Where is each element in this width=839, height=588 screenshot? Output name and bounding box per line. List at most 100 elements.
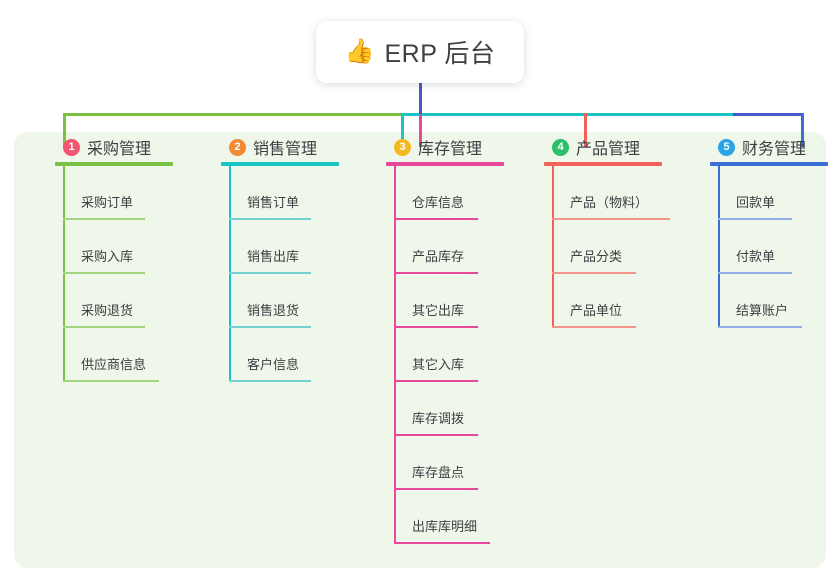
connector-bus-segment-2 bbox=[403, 113, 733, 116]
category-spine bbox=[394, 166, 396, 544]
menu-item[interactable]: 付款单 bbox=[718, 220, 828, 274]
menu-item[interactable]: 出库库明细 bbox=[394, 490, 504, 544]
category-header-4[interactable]: 4 产品管理 bbox=[530, 132, 662, 162]
menu-item-label: 采购订单 bbox=[81, 195, 134, 210]
category-index-badge: 3 bbox=[394, 138, 411, 156]
menu-item-label: 库存调拨 bbox=[412, 411, 465, 426]
root-node-title: ERP 后台 bbox=[384, 40, 496, 68]
menu-item-rule bbox=[394, 272, 478, 274]
category-column-3: 3 库存管理仓库信息产品库存其它出库其它入库库存调拨库存盘点出库库明细 bbox=[372, 132, 504, 544]
menu-item-rule bbox=[394, 434, 478, 436]
category-underline bbox=[386, 162, 504, 166]
category-title: 产品管理 bbox=[576, 141, 641, 158]
category-items-2: 销售订单销售出库销售退货客户信息 bbox=[229, 166, 339, 382]
menu-item-rule bbox=[394, 380, 478, 382]
menu-item-rule bbox=[394, 542, 490, 544]
connector-bus-segment-1 bbox=[63, 113, 403, 116]
category-index-badge: 5 bbox=[718, 138, 735, 156]
menu-item[interactable]: 采购退货 bbox=[63, 274, 173, 328]
menu-item-label: 产品分类 bbox=[570, 249, 623, 264]
category-items-4: 产品（物料） 产品分类产品单位 bbox=[552, 166, 670, 328]
menu-item-label: 客户信息 bbox=[247, 357, 300, 372]
connector-drop-1 bbox=[63, 113, 66, 147]
category-title: 库存管理 bbox=[418, 141, 483, 158]
menu-item-rule bbox=[394, 218, 478, 220]
category-items-5: 回款单付款单结算账户 bbox=[718, 166, 828, 328]
category-header-2[interactable]: 2 销售管理 bbox=[207, 132, 339, 162]
menu-item[interactable]: 采购订单 bbox=[63, 166, 173, 220]
menu-item-rule bbox=[229, 380, 311, 382]
category-header-3[interactable]: 3 库存管理 bbox=[372, 132, 504, 162]
menu-item-label: 采购退货 bbox=[81, 303, 134, 318]
menu-item[interactable]: 采购入库 bbox=[63, 220, 173, 274]
menu-item-label: 结算账户 bbox=[736, 303, 789, 318]
menu-item[interactable]: 产品分类 bbox=[552, 220, 662, 274]
category-index-badge: 4 bbox=[552, 138, 569, 156]
menu-item[interactable]: 供应商信息 bbox=[63, 328, 173, 382]
menu-item-label: 产品（物料） bbox=[570, 195, 649, 210]
category-underline bbox=[710, 162, 828, 166]
menu-item-label: 回款单 bbox=[736, 195, 776, 210]
menu-item-label: 仓库信息 bbox=[412, 195, 465, 210]
menu-item-rule bbox=[229, 326, 311, 328]
menu-item[interactable]: 客户信息 bbox=[229, 328, 339, 382]
menu-item-label: 产品单位 bbox=[570, 303, 623, 318]
menu-item[interactable]: 其它出库 bbox=[394, 274, 504, 328]
menu-item-rule bbox=[718, 272, 792, 274]
menu-item-rule bbox=[63, 218, 145, 220]
menu-item-label: 销售出库 bbox=[247, 249, 300, 264]
menu-item-rule bbox=[552, 218, 670, 220]
category-column-5: 5 财务管理回款单付款单结算账户 bbox=[696, 132, 828, 328]
menu-item-label: 其它出库 bbox=[412, 303, 465, 318]
root-node-erp-backend[interactable]: 👍 ERP 后台 bbox=[316, 21, 524, 83]
connector-bus-segment-3 bbox=[733, 113, 803, 116]
menu-item-rule bbox=[63, 326, 145, 328]
menu-item[interactable]: 销售订单 bbox=[229, 166, 339, 220]
menu-item-rule bbox=[229, 272, 311, 274]
category-column-4: 4 产品管理产品（物料） 产品分类产品单位 bbox=[530, 132, 670, 328]
category-spine bbox=[552, 166, 554, 328]
connector-drop-5 bbox=[801, 113, 804, 147]
menu-item-label: 供应商信息 bbox=[81, 357, 147, 372]
category-spine bbox=[229, 166, 231, 382]
menu-item[interactable]: 产品（物料） bbox=[552, 166, 670, 220]
menu-item[interactable]: 仓库信息 bbox=[394, 166, 504, 220]
category-underline bbox=[55, 162, 173, 166]
category-items-3: 仓库信息产品库存其它出库其它入库库存调拨库存盘点出库库明细 bbox=[394, 166, 504, 544]
menu-item-label: 出库库明细 bbox=[412, 519, 478, 534]
menu-item-label: 采购入库 bbox=[81, 249, 134, 264]
menu-item-rule bbox=[552, 326, 636, 328]
category-underline bbox=[544, 162, 662, 166]
menu-item[interactable]: 回款单 bbox=[718, 166, 828, 220]
category-title: 财务管理 bbox=[742, 141, 807, 158]
menu-item[interactable]: 结算账户 bbox=[718, 274, 828, 328]
category-spine bbox=[718, 166, 720, 328]
menu-item[interactable]: 产品单位 bbox=[552, 274, 662, 328]
menu-item[interactable]: 销售退货 bbox=[229, 274, 339, 328]
diagram-background-panel bbox=[14, 132, 826, 568]
menu-item[interactable]: 产品库存 bbox=[394, 220, 504, 274]
menu-item-rule bbox=[394, 326, 478, 328]
thumbs-up-icon: 👍 bbox=[344, 38, 375, 65]
menu-item-rule bbox=[63, 380, 159, 382]
category-items-1: 采购订单采购入库采购退货供应商信息 bbox=[63, 166, 173, 382]
menu-item-label: 销售订单 bbox=[247, 195, 300, 210]
menu-item[interactable]: 库存调拨 bbox=[394, 382, 504, 436]
category-header-5[interactable]: 5 财务管理 bbox=[696, 132, 828, 162]
category-title: 采购管理 bbox=[87, 141, 152, 158]
menu-item-rule bbox=[552, 272, 636, 274]
menu-item-label: 销售退货 bbox=[247, 303, 300, 318]
connector-drop-4 bbox=[584, 113, 587, 147]
connector-drop-3 bbox=[419, 113, 422, 147]
menu-item-rule bbox=[394, 488, 478, 490]
category-index-badge: 2 bbox=[229, 138, 246, 156]
menu-item[interactable]: 库存盘点 bbox=[394, 436, 504, 490]
menu-item-label: 付款单 bbox=[736, 249, 776, 264]
menu-item[interactable]: 销售出库 bbox=[229, 220, 339, 274]
category-title: 销售管理 bbox=[253, 141, 318, 158]
menu-item-label: 库存盘点 bbox=[412, 465, 465, 480]
menu-item[interactable]: 其它入库 bbox=[394, 328, 504, 382]
